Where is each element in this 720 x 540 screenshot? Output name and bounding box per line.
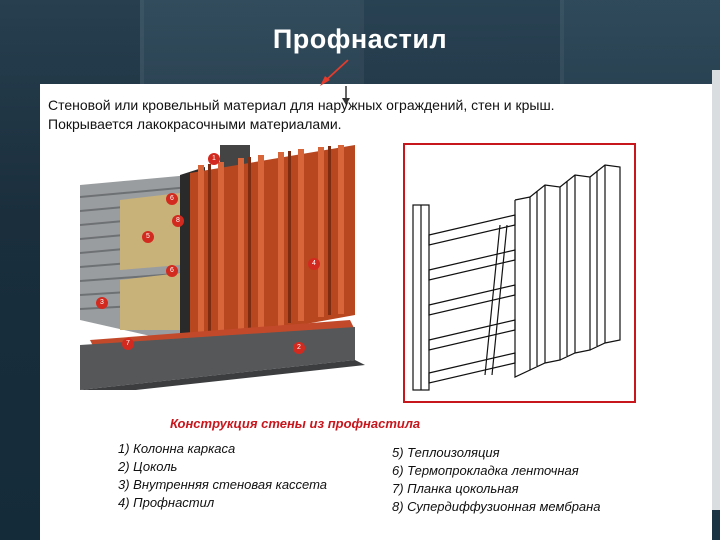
callout-badge: 2 bbox=[293, 342, 305, 354]
legend-item: 3) Внутренняя стеновая кассета bbox=[118, 476, 327, 494]
frame-drawing-image bbox=[403, 143, 636, 403]
legend-item: 8) Супердиффузионная мембрана bbox=[392, 498, 601, 516]
legend-item: 5) Теплоизоляция bbox=[392, 444, 601, 462]
legend-list-left: 1) Колонна каркаса 2) Цоколь 3) Внутренн… bbox=[118, 440, 327, 512]
callout-badge: 5 bbox=[142, 231, 154, 243]
right-edge-bar bbox=[712, 70, 720, 510]
legend-list-right: 5) Теплоизоляция 6) Термопрокладка ленто… bbox=[392, 444, 601, 516]
callout-badge: 6 bbox=[166, 265, 178, 277]
legend-item: 6) Термопрокладка ленточная bbox=[392, 462, 601, 480]
figure-caption: Конструкция стены из профнастила bbox=[170, 416, 420, 431]
description-line: Покрывается лакокрасочными материалами. bbox=[48, 115, 708, 134]
legend-item: 2) Цоколь bbox=[118, 458, 327, 476]
legend-item: 1) Колонна каркаса bbox=[118, 440, 327, 458]
callout-badge: 6 bbox=[166, 193, 178, 205]
callout-badge: 3 bbox=[96, 297, 108, 309]
callout-badge: 4 bbox=[308, 258, 320, 270]
callout-badge: 8 bbox=[172, 215, 184, 227]
legend-item: 7) Планка цокольная bbox=[392, 480, 601, 498]
callout-badge: 7 bbox=[122, 338, 134, 350]
wall-construction-image: 1 6 8 5 6 4 3 7 2 bbox=[80, 145, 365, 390]
callout-badge: 1 bbox=[208, 153, 220, 165]
slide-title: Профнастил bbox=[0, 24, 720, 55]
description-line: Стеновой или кровельный материал для нар… bbox=[48, 96, 708, 115]
legend-item: 4) Профнастил bbox=[118, 494, 327, 512]
slide-description: Стеновой или кровельный материал для нар… bbox=[48, 96, 708, 134]
